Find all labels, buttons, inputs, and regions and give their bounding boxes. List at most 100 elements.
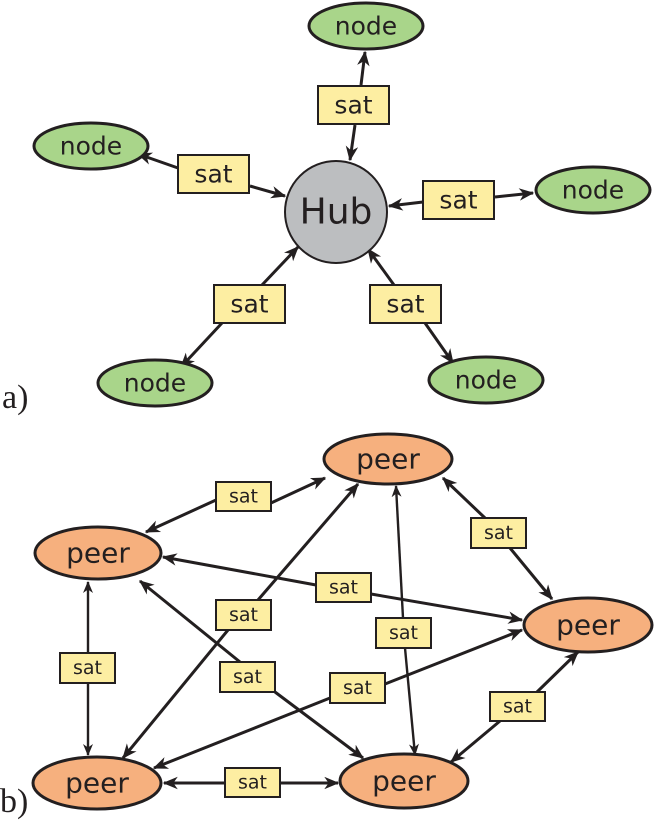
sat-box-bottomleft-right: sat [329,672,386,704]
link-bottomleft-right-seg1 [384,628,524,686]
peer-right: peer [522,596,654,654]
link-hub-bottom-left-to-node [179,321,224,369]
star-links [136,50,535,369]
link-hub-top-to-node [357,50,370,86]
link-bottomright-top-seg2 [403,647,419,756]
sat-label: sat [386,290,424,319]
sat-box-left-top: sat [215,481,272,512]
link-hub-left-to-hub [249,184,287,199]
sat-box-bottomleft-top: sat [215,599,272,631]
link-bottomright-right-seg1 [535,650,580,694]
node-shape [427,355,545,405]
sat-label: sat [503,696,532,718]
link-hub-left-to-node [136,152,179,170]
hub-label: Hub [300,192,373,233]
sat-box-shape [177,154,250,194]
link-top-right-seg2 [508,547,554,600]
link-bottomleft-top-seg2 [121,629,230,759]
sat-box-left-bottomright: sat [219,661,276,693]
sat-box-bottom-right: sat [369,284,442,324]
peer-bottom-left: peer [31,755,163,811]
peer-shape [33,525,163,581]
panel-b: peer peer peer peer peer sat sat [0,432,654,820]
sat-label: sat [73,657,102,679]
sat-box-shape [213,284,286,324]
sat-box-left: sat [177,154,250,194]
link-left-right-seg1 [161,553,317,587]
node-shape [32,121,150,171]
sat-box-bottomright-right: sat [489,691,546,722]
peer-bottom-right: peer [338,752,470,810]
sat-label: sat [329,577,358,599]
sat-box-bottom: sat [224,767,281,798]
sat-box-shape [317,85,390,125]
sat-box-shape [329,672,386,704]
link-bottomleft-right-seg2 [152,696,331,770]
link-hub-bottom-right-to-hub [366,247,396,286]
link-left-bottomright-seg2 [274,690,364,760]
node-label: node [60,132,122,161]
link-left-right-seg2 [370,592,524,624]
sat-label: sat [439,186,477,215]
peer-left: peer [33,525,163,581]
panel-b-label: b) [0,783,28,820]
sat-box-left-right: sat [315,572,372,603]
hub-shape [284,160,388,264]
node-bottom-left: node [96,358,214,408]
sat-label: sat [343,677,372,699]
link-hub-top-to-hub [345,124,359,162]
sat-box-shape [215,481,272,512]
hub: Hub [284,160,388,264]
link-hub-bottom-right-to-node [423,322,455,365]
sat-box-shape [59,652,116,684]
link-bottomleft-top-seg1 [256,483,360,601]
sat-label: sat [229,604,258,626]
sat-label: sat [238,772,267,794]
peer-label: peer [65,767,129,800]
node-shape [534,165,652,215]
link-bottomright-top-seg1 [391,485,405,619]
peer-label: peer [66,537,130,570]
sat-label: sat [389,622,418,644]
sat-box-shape [219,661,276,693]
sat-box-shape [224,767,281,798]
peer-shape [322,432,454,486]
peer-top: peer [322,432,454,486]
link-bottomright-right-seg2 [450,719,501,764]
sat-box-bottomright-top: sat [375,617,432,649]
node-bottom-right: node [427,355,545,405]
sat-box-shape [215,599,272,631]
sat-label: sat [194,160,232,189]
link-hub-right-to-node [494,188,535,201]
sat-label: sat [230,290,268,319]
link-left-top-seg2 [144,498,217,534]
sat-box-top-right: sat [470,517,527,549]
peer-label: peer [356,443,420,476]
link-hub-bottom-left-to-hub [260,245,300,287]
panel-a-label: a) [2,379,28,416]
node-label: node [124,369,186,398]
sat-box-top: sat [317,85,390,125]
sat-box-left-bottomleft: sat [59,652,116,684]
node-label: node [335,12,397,41]
sat-box-shape [422,180,495,220]
node-label: node [562,176,624,205]
node-top: node [307,1,425,51]
sat-box-shape [470,517,527,549]
sat-box-right: sat [422,180,495,220]
sat-label: sat [229,486,258,508]
node-right: node [534,165,652,215]
link-left-top-seg1 [270,476,327,505]
link-top-right-seg1 [441,476,487,520]
peer-shape [31,755,163,811]
sat-box-shape [375,617,432,649]
peer-label: peer [372,765,436,798]
peer-shape [522,596,654,654]
panel-a: Hub node node node node node sat [2,1,652,416]
node-left: node [32,121,150,171]
sat-label: sat [484,522,513,544]
sat-box-shape [369,284,442,324]
sat-label: sat [233,666,262,688]
node-label: node [455,366,517,395]
